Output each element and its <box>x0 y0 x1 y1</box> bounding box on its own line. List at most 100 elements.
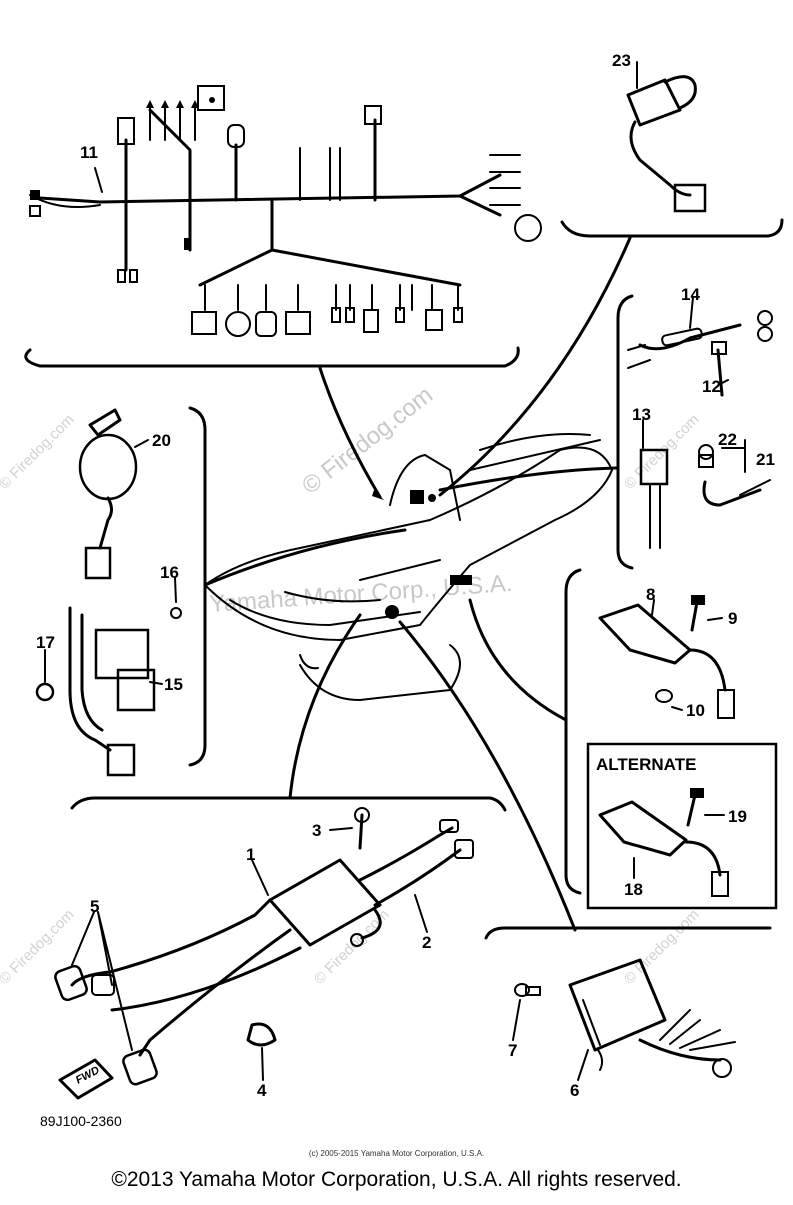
part-6-cdi-edge <box>582 999 601 1046</box>
callout-5: 5 <box>90 897 99 916</box>
harness-connector-c-pin <box>209 97 215 103</box>
harness-conn-2 <box>225 311 251 337</box>
snowmobile-chassis <box>204 433 613 701</box>
part-8-connector <box>717 689 735 719</box>
harness-conn-9 <box>425 309 443 331</box>
callout-14: 14 <box>681 285 700 304</box>
part-15-wire-inner <box>80 613 104 732</box>
leader-16 <box>174 577 177 603</box>
ignition-group: FWD <box>54 807 474 1100</box>
harness-conn-1 <box>191 311 217 335</box>
part-19-head <box>690 788 704 798</box>
chassis-ski <box>299 644 461 701</box>
part-12-head <box>711 341 727 355</box>
callout-16: 16 <box>160 563 179 582</box>
thermo-bracket <box>616 294 634 570</box>
part-2-ground <box>360 908 382 940</box>
chassis-seat-line <box>469 439 601 471</box>
callout-10: 10 <box>686 701 705 720</box>
part-15-module <box>116 668 156 712</box>
leader-6 <box>577 1049 589 1081</box>
part-5-boot <box>91 974 115 996</box>
part-6-leads <box>659 1009 736 1051</box>
leader-cdi <box>398 620 577 932</box>
part-9-bolt <box>690 600 699 632</box>
part-6-cdi-unit <box>568 958 667 1052</box>
part-15-wire-outer <box>68 606 112 752</box>
part-7-nut <box>514 983 530 997</box>
leader-ignition <box>288 613 362 800</box>
part-3-head <box>354 807 370 823</box>
harness-conn-7 <box>363 309 379 333</box>
callout-19: 19 <box>728 807 747 826</box>
rectifier-group <box>598 595 735 719</box>
callout-17: 17 <box>36 633 55 652</box>
leader-20 <box>134 439 149 448</box>
part-1-coil <box>268 858 382 947</box>
part-22-cap <box>698 444 714 460</box>
part-21-sensor <box>702 480 762 507</box>
leader-11 <box>94 167 103 193</box>
group-brackets <box>24 218 784 940</box>
part-14-sleeve <box>661 327 703 347</box>
callout-2: 2 <box>422 933 431 952</box>
harness-conn-4 <box>285 311 311 335</box>
part-2-ring <box>350 933 364 947</box>
harness-bottom-leads <box>204 284 459 311</box>
small-copyright: (c) 2005-2015 Yamaha Motor Corporation, … <box>308 1149 485 1158</box>
part-14-wire <box>638 323 742 351</box>
part-8-rectifier <box>598 603 692 665</box>
leader-harness <box>318 366 382 499</box>
part-6-tail <box>597 1049 604 1071</box>
leader-5 <box>71 911 133 1051</box>
leader-15 <box>149 681 163 685</box>
callout-7: 7 <box>508 1041 517 1060</box>
callout-15: 15 <box>164 675 183 694</box>
keyswitch-bracket <box>188 406 207 767</box>
callout-21: 21 <box>756 450 775 469</box>
part-1-lead-mid <box>110 946 302 1012</box>
chassis-body <box>204 446 613 641</box>
chassis-sensor-location <box>428 494 436 502</box>
callout-18: 18 <box>624 880 643 899</box>
part-15-connector <box>106 743 136 777</box>
part-2-wire-upper <box>358 826 454 882</box>
callout-22: 22 <box>718 430 737 449</box>
part-19-bolt <box>686 793 697 827</box>
callout-8: 8 <box>646 585 655 604</box>
part-7-stud <box>525 986 541 996</box>
part-5-plug-cap-upper <box>54 964 88 1002</box>
leader-4 <box>261 1047 264 1081</box>
alternate-frame <box>586 742 778 910</box>
key-switch-body <box>78 433 138 501</box>
callout-leaders <box>44 61 729 1081</box>
part-18-connector <box>711 871 729 897</box>
watermark-repeat-right-bottom: © Firedog.com <box>621 906 703 988</box>
leader-harness-arrow <box>372 490 384 500</box>
callout-11: 11 <box>80 143 98 162</box>
callout-23: 23 <box>612 51 631 70</box>
part-17-grommet <box>35 682 55 702</box>
harness-conn-10 <box>453 307 463 323</box>
part-1-lead-upper <box>70 898 272 987</box>
part-21-spring <box>739 479 771 496</box>
leader-14 <box>689 296 694 329</box>
chassis-rectifier-location <box>450 575 472 585</box>
sensor-body <box>626 78 682 127</box>
chassis-ski-tip <box>299 654 319 670</box>
harness-connector-e <box>227 124 245 148</box>
part-10-washer <box>655 689 673 703</box>
harness-drop-f2 <box>270 248 462 287</box>
part-15-body <box>94 628 150 680</box>
part-9-head <box>691 595 705 605</box>
leader-12 <box>719 379 729 385</box>
part-23-sensor <box>626 75 707 213</box>
harness-conn-5 <box>331 307 341 323</box>
leader-1 <box>251 859 269 896</box>
part-6-wire <box>638 1038 722 1062</box>
watermark-layer: © Firedog.com Yamaha Motor Corp., U.S.A.… <box>0 381 703 987</box>
sensor-bracket <box>560 218 784 238</box>
harness-drop-c <box>148 108 192 202</box>
part-14-leads <box>627 344 651 369</box>
fwd-label: FWD <box>74 1064 102 1086</box>
